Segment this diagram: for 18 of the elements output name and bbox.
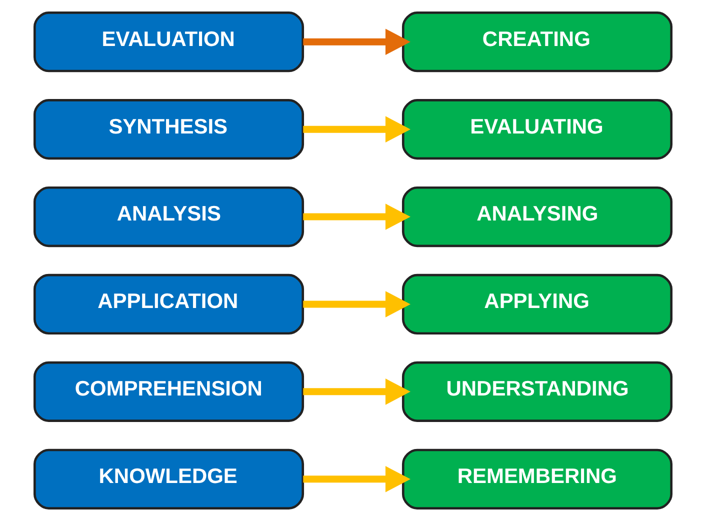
node-box: COMPREHENSION [34, 361, 304, 422]
node-box: UNDERSTANDING [402, 361, 672, 422]
arrow [303, 466, 410, 492]
node-box: CREATING [402, 12, 672, 72]
arrow [303, 291, 410, 318]
arrow [303, 204, 410, 230]
node-box: ANALYSING [402, 186, 672, 248]
node-box: APPLYING [402, 274, 672, 335]
node-box: EVALUATING [402, 99, 672, 160]
node-box: REMEMBERING [402, 448, 672, 510]
node-box: ANALYSIS [34, 186, 304, 248]
arrow [303, 116, 410, 142]
node-box: SYNTHESIS [34, 99, 304, 160]
arrow [303, 378, 410, 405]
node-box: EVALUATION [34, 12, 304, 72]
arrow [303, 28, 410, 55]
node-box: APPLICATION [34, 274, 304, 335]
node-box: KNOWLEDGE [34, 448, 304, 510]
